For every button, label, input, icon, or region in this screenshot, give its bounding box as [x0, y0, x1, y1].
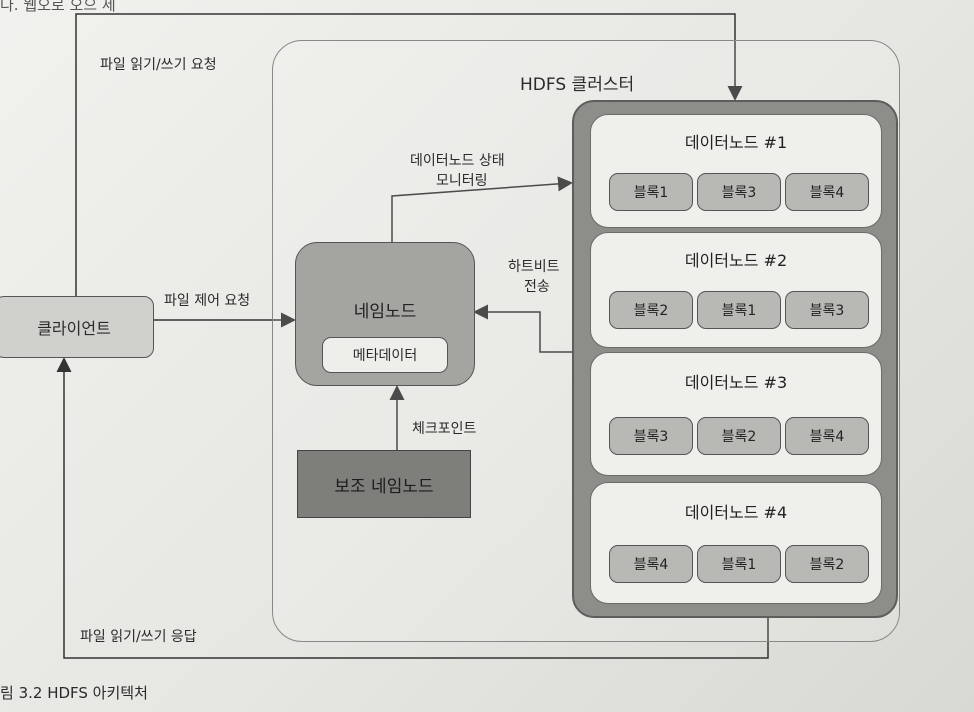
datanode-1-title: 데이터노드 #1 — [684, 133, 788, 152]
cluster-title: HDFS 클러스터 — [520, 75, 635, 95]
datanode-2-block-a: 블록2 — [609, 291, 693, 329]
datanode-3-title: 데이터노드 #3 — [684, 373, 788, 392]
datanode-1-block-c: 블록4 — [785, 173, 869, 211]
datanode-2-block-c: 블록3 — [785, 291, 869, 329]
datanode-1: 데이터노드 #1 블록1 블록3 블록4 — [590, 114, 882, 228]
control-request-label: 파일 제어 요청 — [164, 293, 251, 309]
heartbeat-arrow — [473, 304, 578, 353]
heartbeat-label-line1: 하트비트 — [508, 259, 560, 275]
monitoring-label-line2: 모니터링 — [436, 173, 488, 189]
datanode-2: 데이터노드 #2 블록2 블록1 블록3 — [590, 232, 882, 348]
read-write-response-label: 파일 읽기/쓰기 응답 — [80, 629, 197, 645]
datanode-1-block-a: 블록1 — [609, 173, 693, 211]
datanode-4-block-a: 블록4 — [609, 545, 693, 583]
datanode-1-block-b: 블록3 — [697, 173, 781, 211]
datanode-4-block-c: 블록2 — [785, 545, 869, 583]
read-write-request-arrow — [75, 13, 743, 296]
datanode-2-block-b: 블록1 — [697, 291, 781, 329]
secondary-namenode-box: 보조 네임노드 — [297, 450, 471, 518]
datanode-3-block-c: 블록4 — [785, 417, 869, 455]
client-box: 클라이언트 — [0, 296, 154, 358]
datanode-3: 데이터노드 #3 블록3 블록2 블록4 — [590, 352, 882, 476]
client-label: 클라이언트 — [37, 319, 111, 338]
namenode-label: 네임노드 — [353, 302, 417, 322]
datanode-4: 데이터노드 #4 블록4 블록1 블록2 — [590, 482, 882, 604]
monitoring-arrow — [391, 176, 573, 242]
datanode-3-block-b: 블록2 — [697, 417, 781, 455]
metadata-box: 메타데이터 — [322, 337, 448, 373]
datanode-3-block-a: 블록3 — [609, 417, 693, 455]
heartbeat-label-line2: 전송 — [524, 279, 550, 295]
monitoring-label-line1: 데이터노드 상태 — [410, 153, 505, 169]
checkpoint-label: 체크포인트 — [412, 421, 477, 437]
top-page-text: 다. 웹오로 오으 세 — [0, 0, 116, 14]
read-write-response-arrow — [56, 357, 769, 659]
read-write-request-label: 파일 읽기/쓰기 요청 — [100, 57, 217, 73]
datanode-group: 데이터노드 #1 블록1 블록3 블록4 데이터노드 #2 블록2 블록1 블록… — [572, 100, 898, 618]
datanode-2-title: 데이터노드 #2 — [684, 251, 788, 270]
namenode-box: 네임노드 메타데이터 — [295, 242, 475, 386]
secondary-namenode-label: 보조 네임노드 — [334, 476, 434, 497]
datanode-4-block-b: 블록1 — [697, 545, 781, 583]
datanode-4-title: 데이터노드 #4 — [684, 503, 788, 522]
metadata-label: 메타데이터 — [352, 348, 418, 364]
figure-caption: 림 3.2 HDFS 아키텍처 — [0, 684, 148, 702]
